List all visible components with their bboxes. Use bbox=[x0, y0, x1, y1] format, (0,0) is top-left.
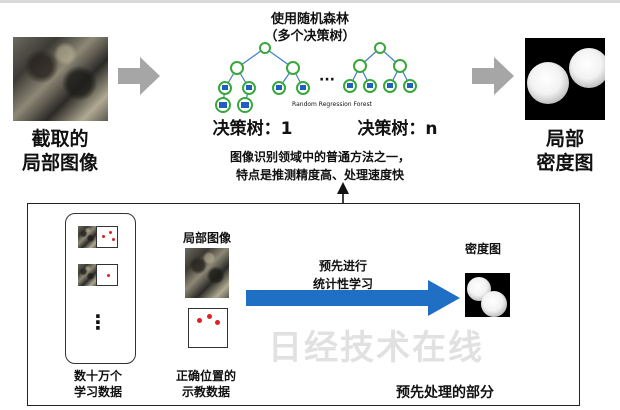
lower-patch-image bbox=[185, 248, 229, 298]
tree-1-label: 决策树：1 bbox=[212, 119, 293, 139]
right-arrow-icon bbox=[246, 280, 460, 316]
right-label-1: 局部 bbox=[545, 128, 584, 150]
decision-tree-icon bbox=[343, 42, 417, 93]
right-arrow-icon bbox=[118, 57, 160, 95]
description-line-1: 图像识别领域中的普通方法之一， bbox=[229, 150, 410, 164]
training-label-1: 数十万个 bbox=[73, 369, 122, 383]
density-map-image bbox=[525, 38, 605, 120]
right-arrow-icon bbox=[472, 57, 514, 95]
pre-learning-label-1: 预先进行 bbox=[318, 259, 367, 273]
density-label: 密度图 bbox=[464, 242, 501, 256]
correct-label-2: 示教数据 bbox=[181, 385, 230, 399]
left-label-1: 截取的 bbox=[31, 128, 89, 150]
training-label-2: 学习数据 bbox=[73, 385, 122, 399]
correct-label-1: 正确位置的 bbox=[175, 369, 236, 383]
training-thumb bbox=[78, 226, 96, 248]
training-sample bbox=[96, 226, 118, 248]
section-label: 预先处理的部分 bbox=[396, 385, 494, 401]
description-line-2: 特点是推测精度高、处理速度快 bbox=[235, 168, 404, 182]
pre-learning-label-2: 统计性学习 bbox=[312, 277, 373, 291]
forest-subtitle: （多个决策树） bbox=[264, 29, 356, 44]
crowd-patch-image bbox=[13, 37, 108, 121]
patch-label: 局部图像 bbox=[182, 231, 231, 245]
forest-caption: Random Regression Forest bbox=[292, 101, 372, 108]
lower-density-map-image bbox=[465, 273, 510, 317]
forest-title: 使用随机森林 bbox=[270, 12, 349, 27]
correct-position-sample bbox=[188, 308, 228, 348]
training-thumb bbox=[78, 264, 96, 286]
left-label-2: 局部图像 bbox=[21, 152, 98, 174]
decision-tree-icon bbox=[215, 42, 310, 113]
trees-ellipsis: ··· bbox=[319, 72, 335, 88]
top-border bbox=[0, 0, 620, 3]
training-sample bbox=[96, 264, 118, 286]
watermark: 日经技术在线 bbox=[268, 328, 484, 368]
training-data-container: ⋮ bbox=[65, 213, 136, 364]
tree-n-label: 决策树：n bbox=[357, 119, 438, 139]
more-data-dots: ⋮ bbox=[88, 310, 108, 334]
right-label-2: 密度图 bbox=[536, 152, 594, 174]
